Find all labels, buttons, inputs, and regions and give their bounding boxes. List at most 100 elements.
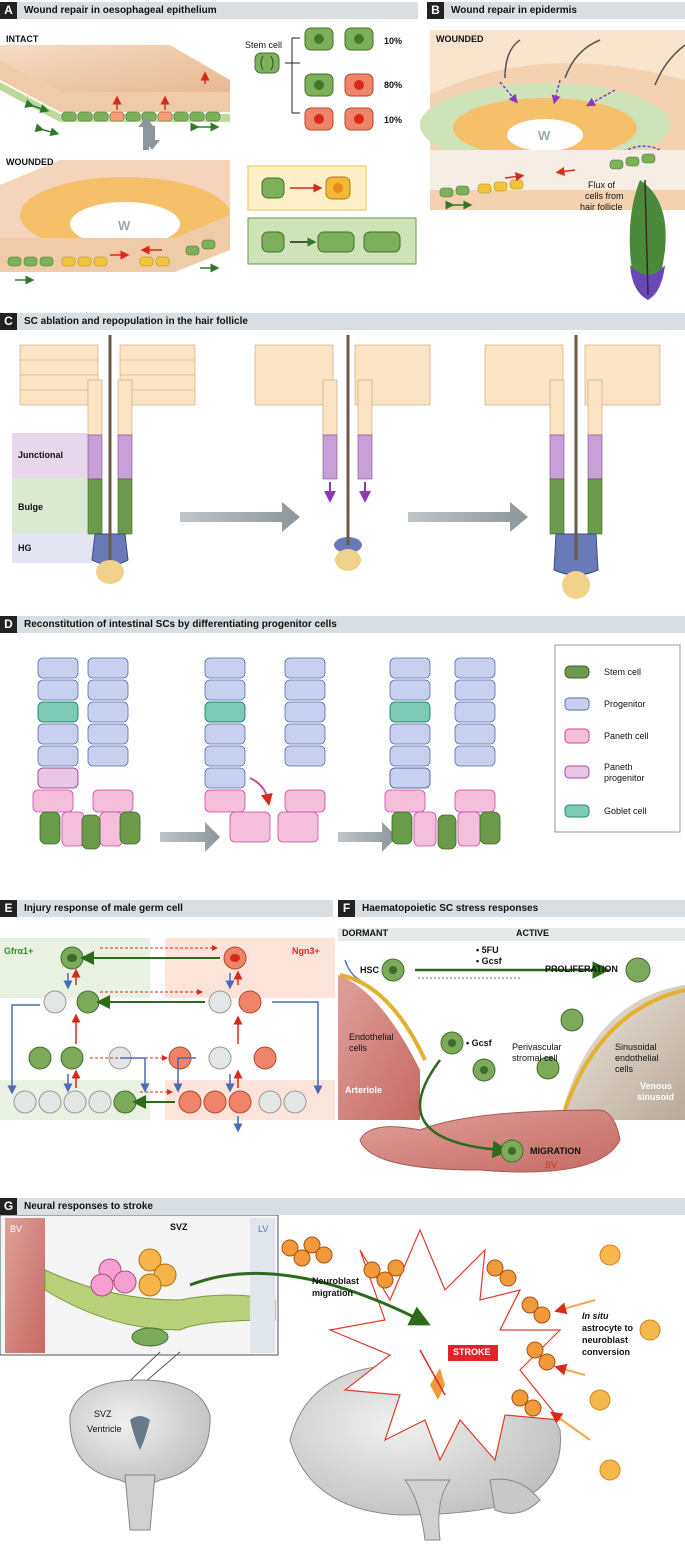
g-svz-label: SVZ (170, 1222, 188, 1232)
crypt-2 (204, 657, 326, 843)
d-legend-paneth-progenitor-1: Paneth (604, 762, 633, 772)
f-gcsf-label: • Gcsf (466, 1038, 492, 1048)
stem-cell-fate-diagram (247, 27, 417, 265)
panel-d-bar (0, 616, 685, 633)
panel-d-title: Reconstitution of intestinal SCs by diff… (24, 619, 337, 630)
panel-e-letter: E (0, 900, 17, 917)
follicle-repopulated (484, 335, 661, 599)
panel-g-letter: G (0, 1198, 17, 1215)
f-sin-3: cells (615, 1064, 634, 1074)
f-migration-label: MIGRATION (530, 1146, 581, 1156)
a-wounded-label: WOUNDED (6, 157, 54, 167)
panel-c-title: SC ablation and repopulation in the hair… (24, 316, 248, 327)
panel-e (0, 938, 335, 1133)
panel-c-letter: C (0, 313, 17, 330)
a-stem-cell-label: Stem cell (245, 40, 283, 50)
g-svz-small-label: SVZ (94, 1409, 112, 1419)
d-legend-stem: Stem cell (604, 667, 642, 677)
e-gfra-label: Gfrα1+ (4, 946, 34, 956)
exchange-arrow (138, 117, 160, 150)
c-bulge-label: Bulge (18, 502, 44, 512)
a-intact-label: INTACT (6, 34, 39, 44)
panel-e-title: Injury response of male germ cell (24, 903, 183, 914)
panel-a (0, 27, 417, 285)
hsc-dormant (381, 958, 405, 982)
f-gcsf-top-label: • Gcsf (476, 956, 502, 966)
b-flux-line2: cells from (585, 191, 624, 201)
hsc-migrating (500, 1139, 524, 1163)
panel-e-bar (0, 900, 333, 917)
g-lv-label: LV (258, 1224, 269, 1234)
panel-d-letter: D (0, 616, 17, 633)
g-bv-label: BV (10, 1224, 23, 1234)
f-bv-label: BV (545, 1160, 558, 1170)
crypt-3 (384, 657, 501, 850)
f-endo-1: Endothelial (349, 1032, 394, 1042)
d-legend-progenitor: Progenitor (604, 699, 646, 709)
a-pct-mid: 80% (384, 80, 403, 90)
b-flux-line1: Flux of (588, 180, 616, 190)
f-endo-2: cells (349, 1043, 368, 1053)
f-sin-1: Sinusoidal (615, 1042, 657, 1052)
g-nm-line1: Neuroblast (312, 1276, 360, 1286)
follicle-intact (19, 335, 196, 584)
g-ast-line3: conversion (582, 1347, 631, 1357)
panel-a-letter: A (0, 2, 17, 19)
panel-f-letter: F (338, 900, 355, 917)
f-arteriole-label: Arteriole (345, 1085, 383, 1095)
g-ast-line2: neuroblast (582, 1335, 629, 1345)
e-ngn-label: Ngn3+ (292, 946, 320, 956)
coronal-brain (69, 1379, 211, 1531)
d-legend-paneth: Paneth cell (604, 731, 649, 741)
f-hsc-label: HSC (360, 965, 380, 975)
germ-cell-network (7, 945, 323, 1133)
f-sin-2: endothelial (615, 1053, 659, 1063)
astrocytes (589, 1244, 661, 1481)
neuroblast-clusters (281, 1236, 556, 1417)
f-peri-2: stromal cell (512, 1053, 558, 1063)
g-ventricle-label: Ventricle (87, 1424, 122, 1434)
panel-b-title: Wound repair in epidermis (451, 5, 577, 16)
panel-g-title: Neural responses to stroke (24, 1201, 153, 1212)
g-stroke-label: STROKE (453, 1347, 491, 1357)
panel-a-bar (0, 2, 418, 19)
stem-cell-icon (254, 52, 280, 74)
c-hg-label: HG (18, 543, 32, 553)
g-nm-line2: migration (312, 1288, 354, 1298)
b-wound-mark: W (538, 128, 551, 143)
d-legend-goblet: Goblet cell (604, 806, 647, 816)
f-proliferation-label: PROLIFERATION (545, 964, 618, 974)
f-dormant-label: DORMANT (342, 928, 388, 938)
panel-a-title: Wound repair in oesophageal epithelium (24, 5, 217, 16)
panel-b-letter: B (427, 2, 444, 19)
panel-b (420, 30, 685, 300)
follicle-ablated (254, 335, 431, 571)
g-insitu-label: In situ (582, 1311, 609, 1321)
g-ast-line1: astrocyte to (582, 1323, 634, 1333)
panel-c (12, 335, 661, 599)
intact-epithelium (0, 45, 230, 137)
panel-g-bar (0, 1198, 685, 1215)
wounded-epithelium (0, 160, 230, 285)
f-venous-2: sinusoid (637, 1092, 675, 1102)
panel-c-bar (0, 313, 685, 330)
f-active-label: ACTIVE (516, 928, 550, 938)
crypt-1 (32, 657, 141, 850)
f-5fu-label: • 5FU (476, 945, 499, 955)
b-wounded-label: WOUNDED (436, 34, 484, 44)
b-flux-line3: hair follicle (580, 202, 623, 212)
panel-b-bar (427, 2, 685, 19)
panel-f-bar (338, 900, 685, 917)
hsc-proliferating (625, 957, 651, 983)
a-pct-bot: 10% (384, 115, 403, 125)
panel-d (32, 644, 681, 852)
c-junctional-label: Junctional (18, 450, 64, 460)
legend-swatches (564, 665, 590, 818)
panel-g (0, 1214, 661, 1541)
panel-f (338, 928, 685, 1173)
panel-f-title: Haematopoietic SC stress responses (362, 903, 539, 914)
a-pct-top: 10% (384, 36, 403, 46)
f-venous-1: Venous (640, 1081, 673, 1091)
f-peri-1: Perivascular (512, 1042, 562, 1052)
